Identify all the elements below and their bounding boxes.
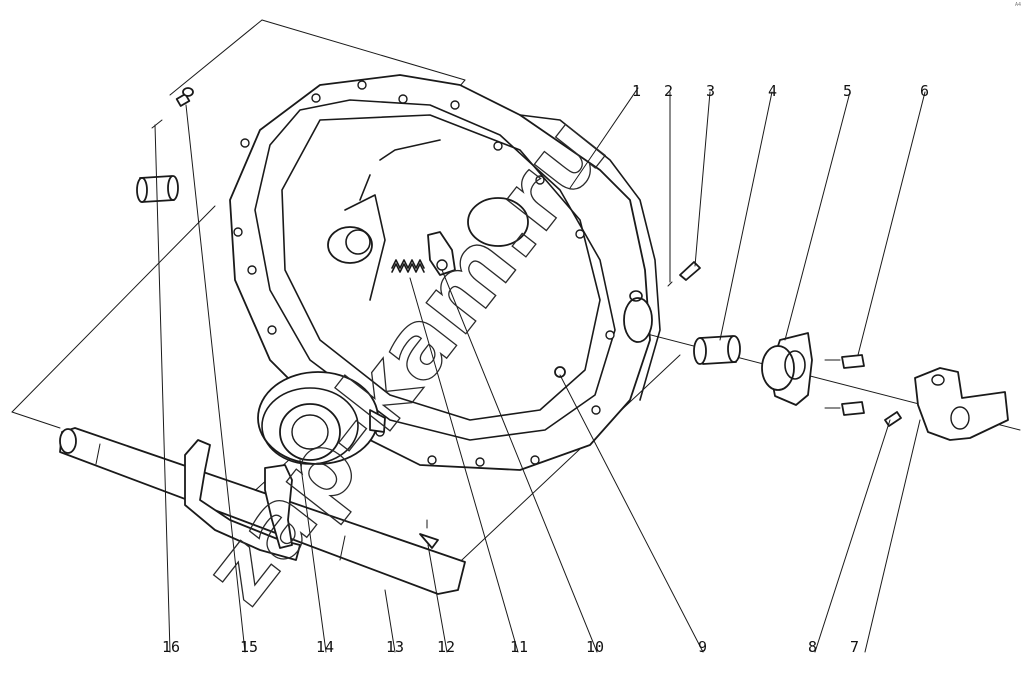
callout-7: 7 bbox=[850, 638, 859, 656]
callout-5: 5 bbox=[843, 82, 852, 100]
part-5-flange-cover bbox=[761, 332, 813, 406]
part-7-release-lever bbox=[914, 367, 1009, 441]
callout-8: 8 bbox=[808, 638, 817, 656]
part-14-release-bearing bbox=[257, 371, 386, 465]
callout-14: 14 bbox=[316, 638, 334, 656]
part-6-bolts bbox=[824, 354, 865, 416]
callout-6: 6 bbox=[920, 82, 929, 100]
callout-2: 2 bbox=[664, 82, 673, 100]
callout-13: 13 bbox=[386, 638, 404, 656]
leader-lines bbox=[151, 87, 926, 653]
part-11-return-spring bbox=[391, 259, 425, 273]
callout-1: 1 bbox=[632, 82, 641, 100]
callout-labels: 1 2 3 4 5 6 7 8 9 10 11 12 13 14 15 16 bbox=[162, 82, 929, 656]
part-15-grease-fitting bbox=[175, 87, 194, 107]
part-13-release-fork-shaft bbox=[59, 427, 466, 595]
part-10-pivot-bracket bbox=[427, 231, 456, 276]
callout-3: 3 bbox=[706, 82, 715, 100]
part-12-key bbox=[419, 519, 439, 549]
callout-12: 12 bbox=[437, 638, 455, 656]
part-9-plug bbox=[554, 366, 566, 378]
callout-15: 15 bbox=[240, 638, 258, 656]
part-8-pin bbox=[884, 411, 902, 427]
part-3-bolt bbox=[667, 261, 701, 287]
corner-mark: A4 bbox=[1014, 2, 1021, 8]
part-4-sleeve bbox=[693, 335, 741, 365]
callout-4: 4 bbox=[768, 82, 777, 100]
callout-16: 16 bbox=[162, 638, 180, 656]
callout-9: 9 bbox=[698, 638, 707, 656]
callout-11: 11 bbox=[510, 638, 528, 656]
callout-10: 10 bbox=[586, 638, 604, 656]
